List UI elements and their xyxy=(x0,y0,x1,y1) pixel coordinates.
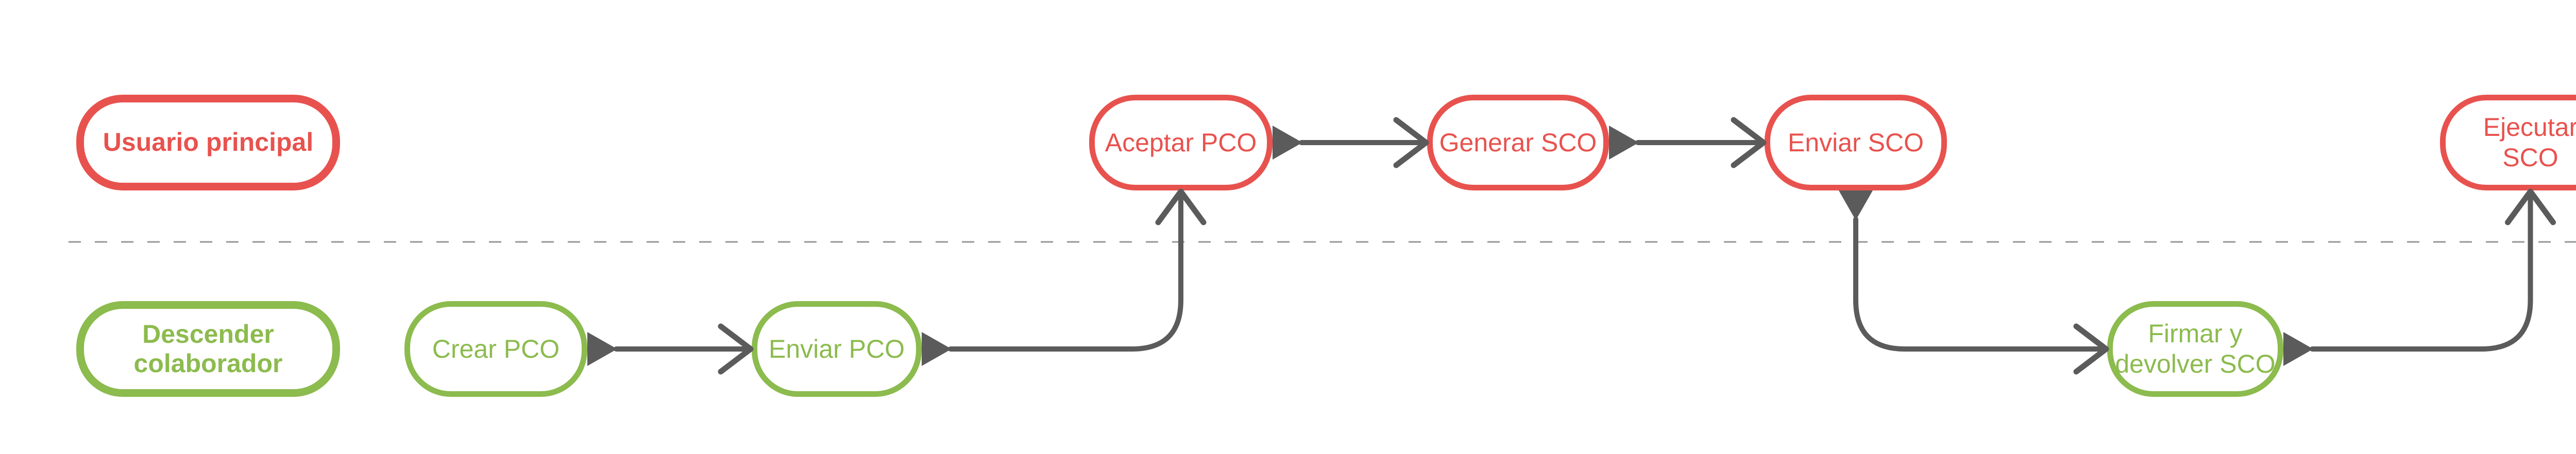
lane-label-usuario-principal: Usuario principal xyxy=(76,95,340,190)
arrow-source-triangle-icon xyxy=(1609,126,1639,160)
connector-crear-pco-to-enviar-pco xyxy=(587,323,754,375)
connector-enviar-sco-to-firmar-devolver-sco xyxy=(1839,190,2109,375)
node-firmar-devolver-sco: Firmar y devolver SCO xyxy=(2107,301,2283,397)
arrow-target-chevron-icon xyxy=(2505,188,2556,225)
connector-line xyxy=(948,190,1183,352)
arrow-source-triangle-icon xyxy=(922,332,952,366)
arrow-source-triangle-icon xyxy=(1273,126,1302,160)
node-text: Enviar SCO xyxy=(1788,128,1924,157)
connector-enviar-pco-to-aceptar-pco xyxy=(922,188,1207,366)
node-text: Usuario principal xyxy=(103,128,314,157)
node-text: Generar SCO xyxy=(1439,128,1597,157)
connector-aceptar-pco-to-generar-sco xyxy=(1273,117,1429,168)
node-aceptar-pco: Aceptar PCO xyxy=(1089,95,1273,190)
node-text: Ejecutar SCO xyxy=(2483,113,2576,172)
node-text: Crear PCO xyxy=(432,334,560,363)
arrow-target-chevron-icon xyxy=(718,323,754,375)
arrow-source-triangle-icon xyxy=(2283,332,2313,366)
node-enviar-sco: Enviar SCO xyxy=(1765,95,1947,190)
node-crear-pco: Crear PCO xyxy=(404,301,587,397)
node-text: Descender colaborador xyxy=(133,319,283,378)
node-text: Enviar PCO xyxy=(769,334,905,363)
connector-line xyxy=(1853,217,2108,352)
arrow-source-triangle-icon xyxy=(1839,190,1873,220)
connector-line xyxy=(2310,190,2533,352)
arrow-source-triangle-icon xyxy=(587,332,617,366)
node-ejecutar-sco: Ejecutar SCO xyxy=(2440,95,2576,190)
node-generar-sco: Generar SCO xyxy=(1427,95,1609,190)
connector-generar-sco-to-enviar-sco xyxy=(1609,117,1767,168)
node-enviar-pco: Enviar PCO xyxy=(752,301,922,397)
arrow-target-chevron-icon xyxy=(1155,188,1207,225)
arrow-target-chevron-icon xyxy=(1393,117,1429,168)
arrow-target-chevron-icon xyxy=(1731,117,1767,168)
lane-label-descender-colaborador: Descender colaborador xyxy=(76,301,340,397)
node-text: Firmar y devolver SCO xyxy=(2115,319,2276,378)
connector-firmar-devolver-sco-to-ejecutar-sco xyxy=(2283,188,2556,366)
node-text: Aceptar PCO xyxy=(1105,128,1257,157)
arrow-target-chevron-icon xyxy=(2073,323,2109,375)
